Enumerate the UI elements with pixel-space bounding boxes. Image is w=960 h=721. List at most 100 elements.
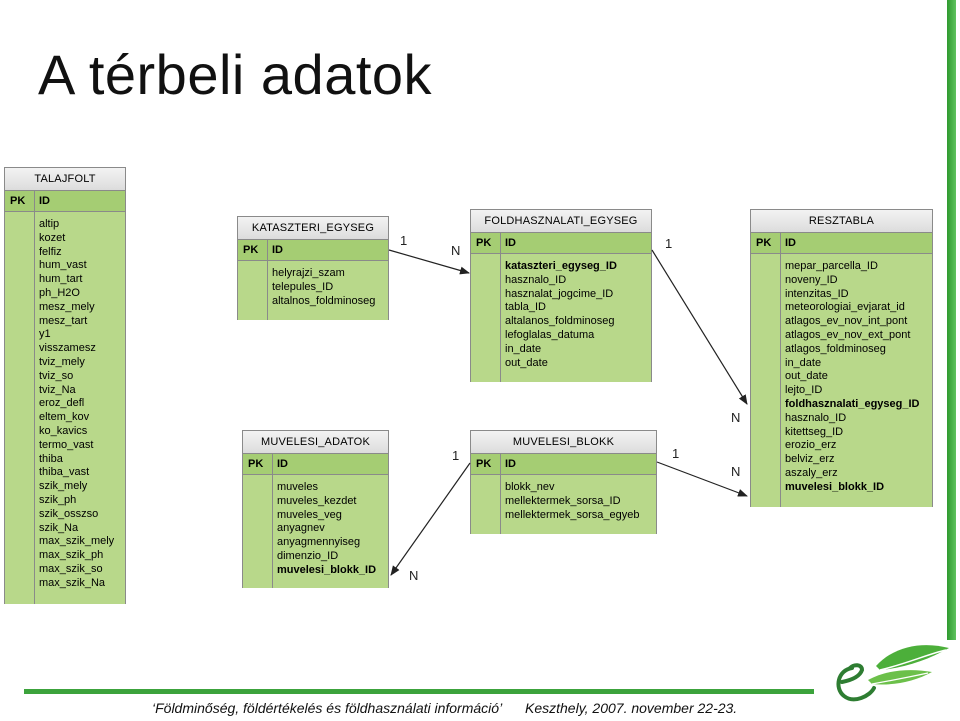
field-item: szik_Na [39,521,79,534]
pk-field: ID [785,237,796,249]
field-item: mesz_tart [39,314,88,327]
field-item: ko_kavics [39,424,88,437]
field-item: muveles [277,481,318,493]
field-item: atlagos_ev_nov_ext_pont [785,328,911,341]
cardinality-one: 1 [665,236,673,251]
field-item: visszamesz [39,342,96,355]
cardinality-many: N [409,568,419,583]
field-item: aszaly_erz [785,466,838,479]
field-item: tabla_ID [505,301,546,314]
field-item: szik_mely [39,480,88,493]
arrow-kataszteri-to-foldhasznalati [388,249,470,275]
field-item: thiba [39,452,63,465]
field-item: hasznalo_ID [785,411,847,424]
arrow-blokk-to-resztabla [656,461,748,497]
pk-field: ID [272,244,283,256]
field-item: intenzitas_ID [785,287,849,300]
field-item: out_date [785,370,828,383]
pk-field: ID [277,458,288,470]
pk-label: PK [751,233,781,253]
field-item: kitettseg_ID [785,425,844,438]
cardinality-many: N [451,243,461,258]
field-item: max_szik_ph [39,549,104,562]
field-item: blokk_nev [505,481,555,493]
field-item: max_szik_so [39,562,103,575]
pk-field: ID [39,195,50,207]
table-header: TALAJFOLT [5,168,125,191]
field-item: dimenzio_ID [277,549,339,562]
table-header: MUVELESI_ADATOK [243,431,388,454]
pk-label: PK [238,240,268,260]
field-item: meteorologiai_evjarat_id [785,301,905,314]
field-item: termo_vast [39,438,94,451]
arrow-foldhasznalati-to-resztabla [651,249,748,405]
footer-location-date: Keszthely, 2007. november 22-23. [525,700,738,716]
field-item: altalanos_foldminoseg [505,315,615,328]
pk-row: PK ID [471,454,656,475]
field-item: tviz_so [39,369,74,382]
field-item: atlagos_ev_nov_int_pont [785,315,908,328]
leaf-logo-icon [836,645,949,702]
field-item: thiba_vast [39,466,90,479]
field-item: belviz_erz [785,453,835,466]
field-item: tviz_mely [39,355,85,368]
slide-title: A térbeli adatok [38,43,433,106]
field-item: muveles_veg [277,508,342,521]
field-item: eltem_kov [39,411,90,424]
pk-label: PK [243,454,273,474]
footer-divider [24,689,814,694]
field-item: helyrajzi_szam [272,267,345,279]
field-item: mepar_parcella_ID [785,260,878,272]
cardinality-one: 1 [452,448,460,463]
field-item: lefoglalas_datuma [505,328,595,341]
field-item: hum_vast [39,259,87,272]
field-item: eroz_defl [39,397,85,410]
field-item: szik_osszso [39,507,99,520]
field-item: altip [39,218,60,230]
field-item: atlagos_foldminoseg [785,342,886,355]
pk-row: PK ID [243,454,388,475]
field-item: in_date [505,342,542,355]
field-item: mellektermek_sorsa_egyeb [505,508,640,521]
field-item: noveny_ID [785,273,838,286]
field-item: y1 [39,328,51,341]
field-item: max_szik_mely [39,535,115,548]
cardinality-many: N [731,464,741,479]
field-item: felfiz [39,245,62,258]
pk-field: ID [505,237,516,249]
pk-row: PK ID [751,233,932,254]
field-item: kataszteri_egyseg_ID [505,260,617,272]
field-item: hasznalat_jogcime_ID [505,287,614,300]
field-item: erozio_erz [785,439,837,452]
arrow-blokk-to-adatok [390,462,471,576]
field-item: muveles_kezdet [277,494,357,507]
pk-label: PK [471,454,501,474]
pk-label: PK [471,233,501,253]
pk-row: PK ID [238,240,388,261]
field-item: lejto_ID [785,384,823,397]
field-item: muvelesi_blokk_ID [277,563,377,576]
field-item: ph_H2O [39,286,80,299]
field-item: max_szik_Na [39,576,106,589]
field-item: hasznalo_ID [505,273,567,286]
field-item: out_date [505,356,548,369]
field-item: in_date [785,356,822,369]
field-item: muvelesi_blokk_ID [785,480,885,493]
field-item: mesz_mely [39,300,95,313]
field-item: anyagnev [277,522,325,535]
